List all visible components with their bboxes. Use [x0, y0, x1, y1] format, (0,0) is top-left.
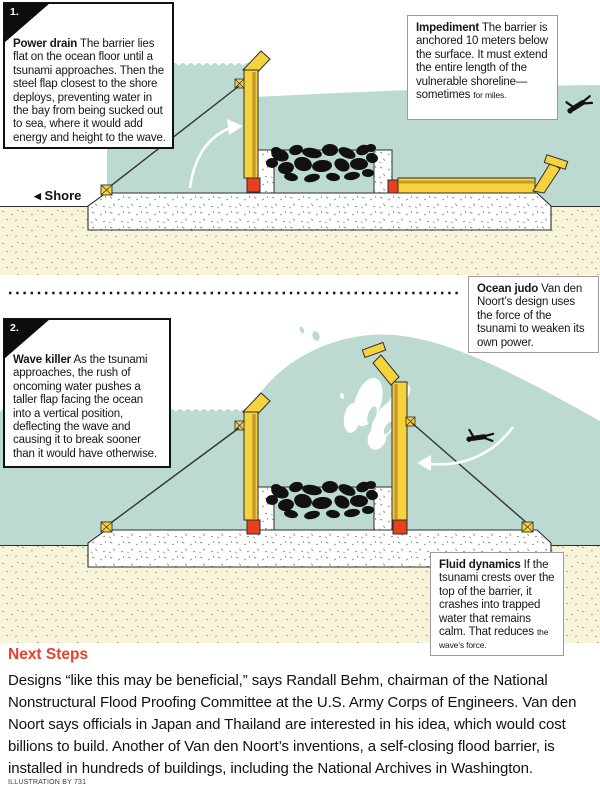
- hinge: [387, 179, 400, 194]
- callout-body-small: the wave’s force.: [439, 627, 549, 651]
- callout-power-drain-text: Power drain The barrier lies flat on the…: [13, 38, 166, 145]
- callout-wave-killer: 2. Wave killer As the tsunami approaches…: [3, 318, 171, 468]
- hinge: [392, 519, 408, 535]
- callout-lead: Ocean judo: [477, 283, 539, 295]
- ocean-flap-raised: [361, 341, 416, 535]
- flow-arrow-icon: [417, 426, 515, 471]
- callout-impediment-text: Impediment The barrier is anchored 10 me…: [416, 22, 549, 102]
- concrete-platform: [87, 192, 552, 231]
- callout-body: The barrier lies flat on the ocean floor…: [13, 38, 166, 144]
- callout-body: If the tsunami crests over the top of th…: [439, 559, 555, 639]
- callout-lead: Power drain: [13, 38, 78, 50]
- callout-wave-killer-text: Wave killer As the tsunami approaches, t…: [13, 354, 163, 461]
- callout-body: As the tsunami approaches, the rush of o…: [13, 354, 157, 460]
- rock-ballast-trough: [256, 143, 392, 193]
- cable-anchor: [100, 521, 113, 533]
- flow-arrow-icon: [188, 119, 243, 189]
- callout-lead: Wave killer: [13, 354, 72, 366]
- callout-body-small: for miles.: [473, 90, 507, 101]
- ocean-flap-lowered: [387, 154, 569, 194]
- shore-label: ◀ Shore: [34, 188, 81, 203]
- anchor-cable: [107, 427, 240, 526]
- anchor-cable: [411, 422, 529, 525]
- next-steps-section: Next Steps Designs “like this may be ben…: [8, 646, 592, 780]
- panel-number-1: 1.: [10, 6, 19, 18]
- rock-ballast-trough: [256, 480, 392, 530]
- next-steps-heading: Next Steps: [8, 646, 89, 663]
- callout-fluid-dynamics-text: Fluid dynamics If the tsunami crests ove…: [439, 559, 555, 653]
- illustration-credit: ILLUSTRATION BY 731: [8, 779, 87, 786]
- callout-ocean-judo-text: Ocean judo Van den Noort’s design uses t…: [477, 283, 590, 350]
- corner-triangle: 2.: [4, 319, 50, 359]
- callout-impediment: Impediment The barrier is anchored 10 me…: [407, 15, 558, 120]
- callout-ocean-judo: Ocean judo Van den Noort’s design uses t…: [468, 276, 599, 353]
- cable-anchor: [100, 184, 113, 196]
- callout-body: The barrier is anchored 10 meters below …: [416, 22, 548, 102]
- shore-label-text: Shore: [44, 188, 82, 203]
- callout-body: Van den Noort’s design uses the force of…: [477, 283, 585, 349]
- panel-number-2: 2.: [10, 322, 19, 334]
- callout-fluid-dynamics: Fluid dynamics If the tsunami crests ove…: [430, 552, 564, 656]
- shore-arrow-icon: ◀: [34, 191, 41, 201]
- callout-lead: Impediment: [416, 22, 480, 34]
- callout-lead: Fluid dynamics: [439, 559, 521, 571]
- next-steps-body: Designs “like this may be beneficial,” s…: [8, 672, 577, 777]
- corner-triangle: 1.: [4, 3, 50, 43]
- cable-anchor: [521, 521, 534, 533]
- callout-power-drain: 1. Power drain The barrier lies flat on …: [3, 2, 174, 149]
